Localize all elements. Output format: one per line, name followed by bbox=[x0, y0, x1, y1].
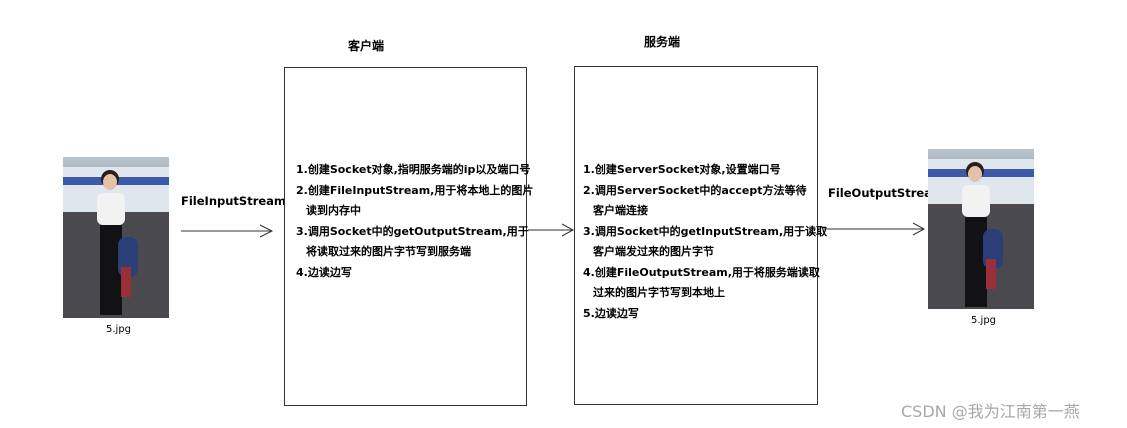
server-step: 2.调用ServerSocket中的accept方法等待 bbox=[583, 181, 827, 202]
server-step: 1.创建ServerSocket对象,设置端口号 bbox=[583, 160, 827, 181]
client-title: 客户端 bbox=[348, 37, 384, 54]
client-step: 2.创建FileInputStream,用于将本地上的图片 bbox=[296, 181, 533, 202]
server-step: 客户端连接 bbox=[583, 201, 827, 222]
server-title: 服务端 bbox=[644, 33, 680, 50]
client-step: 将读取过来的图片字节写到服务端 bbox=[296, 242, 533, 263]
client-step: 1.创建Socket对象,指明服务端的ip以及端口号 bbox=[296, 160, 533, 181]
output-image bbox=[928, 149, 1034, 309]
server-step: 3.调用Socket中的getInputStream,用于读取 bbox=[583, 222, 827, 243]
server-steps: 1.创建ServerSocket对象,设置端口号 2.调用ServerSocke… bbox=[583, 160, 827, 324]
arrow-to-output-file bbox=[823, 221, 928, 237]
client-steps: 1.创建Socket对象,指明服务端的ip以及端口号 2.创建FileInput… bbox=[296, 160, 533, 283]
output-image-caption: 5.jpg bbox=[971, 315, 996, 326]
client-step: 4.边读边写 bbox=[296, 263, 533, 284]
server-step: 过来的图片字节写到本地上 bbox=[583, 283, 827, 304]
person-photo-icon bbox=[63, 157, 169, 318]
server-step: 客户端发过来的图片字节 bbox=[583, 242, 827, 263]
client-step: 读到内存中 bbox=[296, 201, 533, 222]
watermark: CSDN @我为江南第一燕 bbox=[901, 398, 1080, 422]
server-step: 5.边读边写 bbox=[583, 304, 827, 325]
arrow-to-client bbox=[180, 223, 275, 239]
file-input-stream-label: FileInputStream bbox=[181, 194, 286, 208]
person-photo-icon bbox=[928, 149, 1034, 309]
arrow-client-to-server bbox=[527, 222, 577, 238]
source-image bbox=[63, 157, 169, 318]
server-step: 4.创建FileOutputStream,用于将服务端读取 bbox=[583, 263, 827, 284]
file-output-stream-label: FileOutputStream bbox=[828, 186, 944, 200]
client-step: 3.调用Socket中的getOutputStream,用于 bbox=[296, 222, 533, 243]
source-image-caption: 5.jpg bbox=[106, 324, 131, 335]
